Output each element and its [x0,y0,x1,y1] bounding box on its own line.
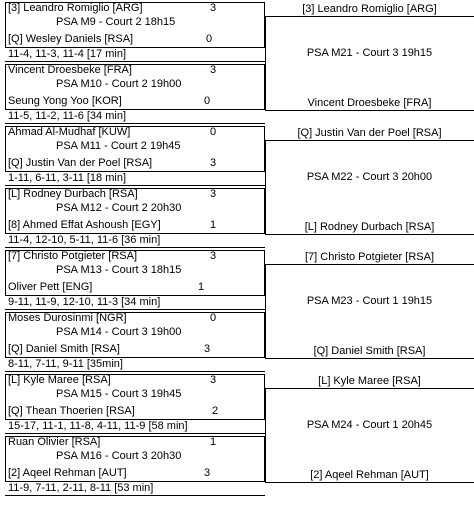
match-box [5,374,265,420]
match-result: 11-4, 12-10, 5-11, 11-6 [36 min] [8,234,161,246]
match-result: 15-17, 11-1, 11-8, 4-11, 11-9 [58 min] [8,420,188,432]
match-result: 11-5, 11-2, 11-6 [34 min] [8,110,127,122]
next-round-connector [265,140,266,234]
bottom-player-score: 2 [212,405,219,417]
match-info: PSA M16 - Court 3 20h30 [56,450,182,462]
top-player-name: [L] Rodney Durbach [RSA] [8,188,138,200]
bottom-player-score: 0 [206,33,213,45]
result-underline [5,61,265,62]
next-round-connector [265,264,266,358]
next-round-match-info: PSA M22 - Court 3 20h00 [306,171,433,183]
bottom-player-name: [2] Aqeel Rehman [AUT] [8,467,127,479]
bottom-player-name: [Q] Wesley Daniels [RSA] [8,33,134,45]
next-round-match-info: PSA M24 - Court 1 20h45 [306,419,433,431]
result-underline [5,433,265,434]
match-result: 11-9, 7-11, 2-11, 8-11 [53 min] [8,482,154,494]
match-box [5,64,265,110]
top-player-score: 0 [210,312,217,324]
bottom-player-score: 0 [204,95,211,107]
match-box [5,126,265,172]
next-round-bottom-player: [2] Aqeel Rehman [AUT] [310,469,429,481]
bottom-player-score: 1 [210,219,217,231]
next-round-top-line [265,16,474,17]
top-player-name: Ruan Olivier [RSA] [8,436,101,448]
top-player-name: Moses Durosinmi [NGR] [8,312,127,324]
top-player-score: 3 [210,64,217,76]
bottom-player-name: [Q] Daniel Smith [RSA] [8,343,120,355]
next-round-connector [265,16,266,110]
next-round-top-line [265,140,474,141]
top-player-score: 1 [210,436,217,448]
next-round-connector [265,388,266,482]
match-info: PSA M14 - Court 3 19h00 [56,326,182,338]
next-round-bottom-line [265,110,474,111]
match-result: 9-11, 11-9, 12-10, 11-3 [34 min] [8,296,161,308]
match-info: PSA M15 - Court 3 19h45 [56,388,182,400]
result-underline [5,185,265,186]
bottom-player-score: 3 [204,467,211,479]
next-round-top-player: [L] Kyle Maree [RSA] [318,375,421,387]
bottom-player-score: 3 [210,157,217,169]
top-player-name: [7] Christo Potgieter [RSA] [8,250,137,262]
match-box [5,436,265,482]
result-underline [5,123,265,124]
match-result: 8-11, 7-11, 9-11 [35min] [8,358,123,370]
next-round-match-info: PSA M23 - Court 1 19h15 [306,295,433,307]
bottom-player-name: Oliver Pett [ENG] [8,281,93,293]
match-box [5,2,265,48]
top-player-name: Vincent Droesbeke [FRA] [8,64,132,76]
next-round-top-player: [3] Leandro Romiglio [ARG] [302,3,437,15]
bottom-player-name: Seung Yong Yoo [KOR] [8,95,122,107]
match-info: PSA M11 - Court 2 19h45 [56,140,181,152]
next-round-top-player: [Q] Justin Van der Poel [RSA] [297,127,442,139]
match-info: PSA M13 - Court 3 18h15 [56,264,182,276]
top-player-score: 3 [210,250,217,262]
match-info: PSA M10 - Court 2 19h00 [56,78,182,90]
match-result: 11-4, 11-3, 11-4 [17 min] [8,48,127,60]
match-info: PSA M12 - Court 2 20h30 [56,202,182,214]
match-info: PSA M9 - Court 2 18h15 [56,16,176,28]
top-player-name: Ahmad Al-Mudhaf [KUW] [8,126,131,138]
result-underline [5,247,265,248]
next-round-top-line [265,388,474,389]
next-round-bottom-player: [Q] Daniel Smith [RSA] [313,345,426,357]
next-round-match-info: PSA M21 - Court 3 19h15 [306,47,433,59]
top-player-name: [3] Leandro Romiglio [ARG] [8,2,143,14]
bottom-player-name: [8] Ahmed Effat Ashoush [EGY] [8,219,161,231]
next-round-top-player: [7] Christo Potgieter [RSA] [305,251,434,263]
top-player-score: 3 [210,188,217,200]
next-round-bottom-player: Vincent Droesbeke [FRA] [307,97,432,109]
match-box [5,312,265,358]
result-underline [5,371,265,372]
bottom-player-name: [Q] Justin Van der Poel [RSA] [8,157,153,169]
next-round-bottom-line [265,482,474,483]
top-player-score: 3 [210,374,217,386]
match-box [5,250,265,296]
match-box [5,188,265,234]
result-underline [5,495,265,496]
result-underline [5,309,265,310]
next-round-bottom-player: [L] Rodney Durbach [RSA] [304,221,435,233]
bottom-player-score: 1 [198,281,205,293]
bottom-player-score: 3 [204,343,211,355]
top-player-score: 3 [210,2,217,14]
top-player-name: [L] Kyle Maree [RSA] [8,374,111,386]
top-player-score: 0 [210,126,217,138]
match-result: 1-11, 6-11, 3-11 [18 min] [8,172,127,184]
next-round-top-line [265,264,474,265]
next-round-bottom-line [265,234,474,235]
bottom-player-name: [Q] Thean Thoerien [RSA] [8,405,135,417]
next-round-bottom-line [265,358,474,359]
